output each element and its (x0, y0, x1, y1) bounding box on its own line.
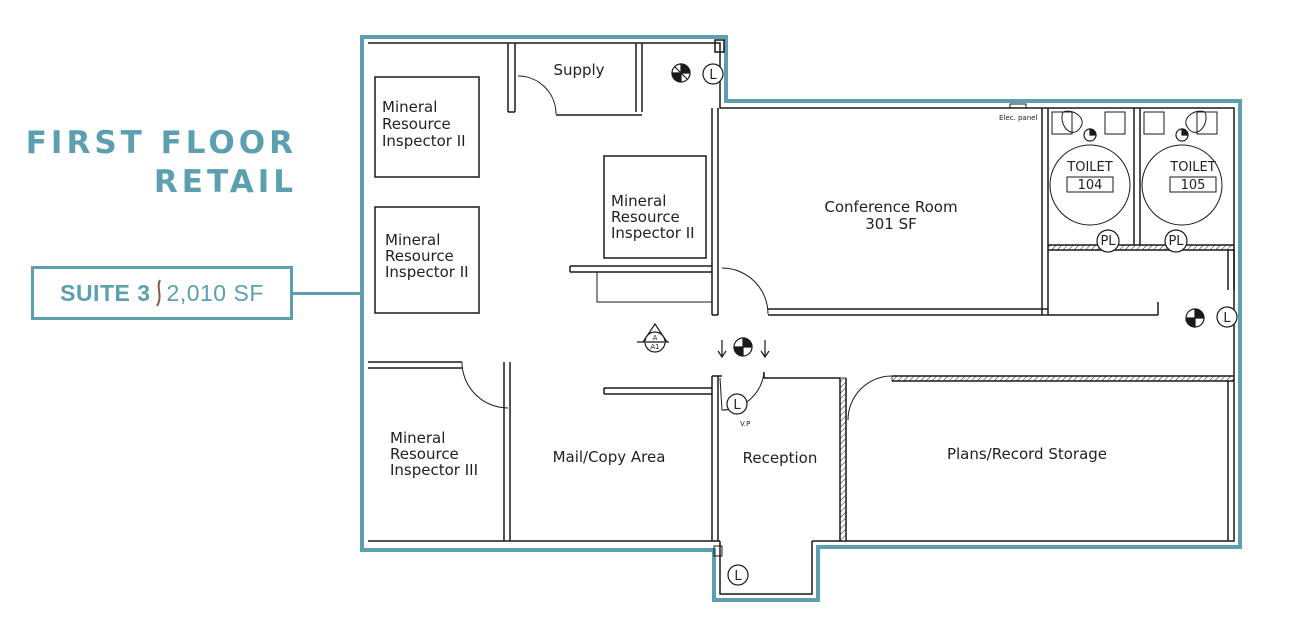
section-marker-top: A (653, 334, 658, 342)
room-office-d-line1: Mineral (390, 429, 445, 447)
room-plans-storage: Plans/Record Storage (947, 445, 1107, 463)
light-icon (702, 63, 724, 85)
plumbing-label: PL (1100, 234, 1116, 249)
light-label: L (733, 398, 741, 413)
room-toilet-105-number: 105 (1181, 178, 1206, 193)
room-office-d-line2: Resource (390, 445, 459, 463)
room-office-a-line1: Mineral (382, 98, 437, 116)
light-label: L (1223, 311, 1231, 326)
light-icon (726, 393, 748, 415)
plumbing-label: PL (1168, 234, 1184, 249)
vp-label: V.P (740, 420, 750, 428)
room-office-b-line2: Resource (385, 247, 454, 265)
suite-connector-line (293, 292, 363, 295)
room-office-b-line1: Mineral (385, 231, 440, 249)
room-office-c-line1: Mineral (611, 192, 666, 210)
heading-line-1: FIRST FLOOR (25, 125, 297, 161)
suite-outline (360, 35, 1242, 602)
room-conference-area: 301 SF (865, 215, 917, 233)
light-label: L (709, 68, 717, 83)
room-office-b-line3: Inspector II (385, 263, 469, 281)
room-toilet-105-name: TOILET (1169, 160, 1215, 175)
room-office-a-line2: Resource (382, 115, 451, 133)
plumbing-icon (1096, 229, 1120, 253)
room-conference-name: Conference Room (824, 198, 957, 216)
suite-label: SUITE 3 2,010 SF (31, 266, 293, 320)
divider-icon (155, 279, 161, 307)
heading-line-2: RETAIL (153, 164, 297, 200)
light-label: L (734, 569, 742, 584)
room-toilet-104-number: 104 (1078, 178, 1103, 193)
room-office-c-line2: Resource (611, 208, 680, 226)
room-mail-copy: Mail/Copy Area (553, 448, 666, 466)
room-office-d-line3: Inspector III (390, 461, 478, 479)
room-office-a-line3: Inspector II (382, 132, 466, 150)
section-marker-bottom: A1 (650, 343, 659, 351)
suite-name: SUITE 3 (60, 279, 151, 306)
light-icon (1216, 306, 1238, 328)
light-icon (727, 564, 749, 586)
room-toilet-104-name: TOILET (1066, 160, 1112, 175)
section-marker-icon (637, 322, 669, 353)
room-supply: Supply (553, 61, 604, 79)
plumbing-icon (1164, 229, 1188, 253)
room-office-c-line3: Inspector II (611, 224, 695, 242)
elec-panel-label: Elec. panel (999, 114, 1037, 122)
room-reception: Reception (743, 449, 818, 467)
suite-area: 2,010 SF (166, 279, 264, 306)
